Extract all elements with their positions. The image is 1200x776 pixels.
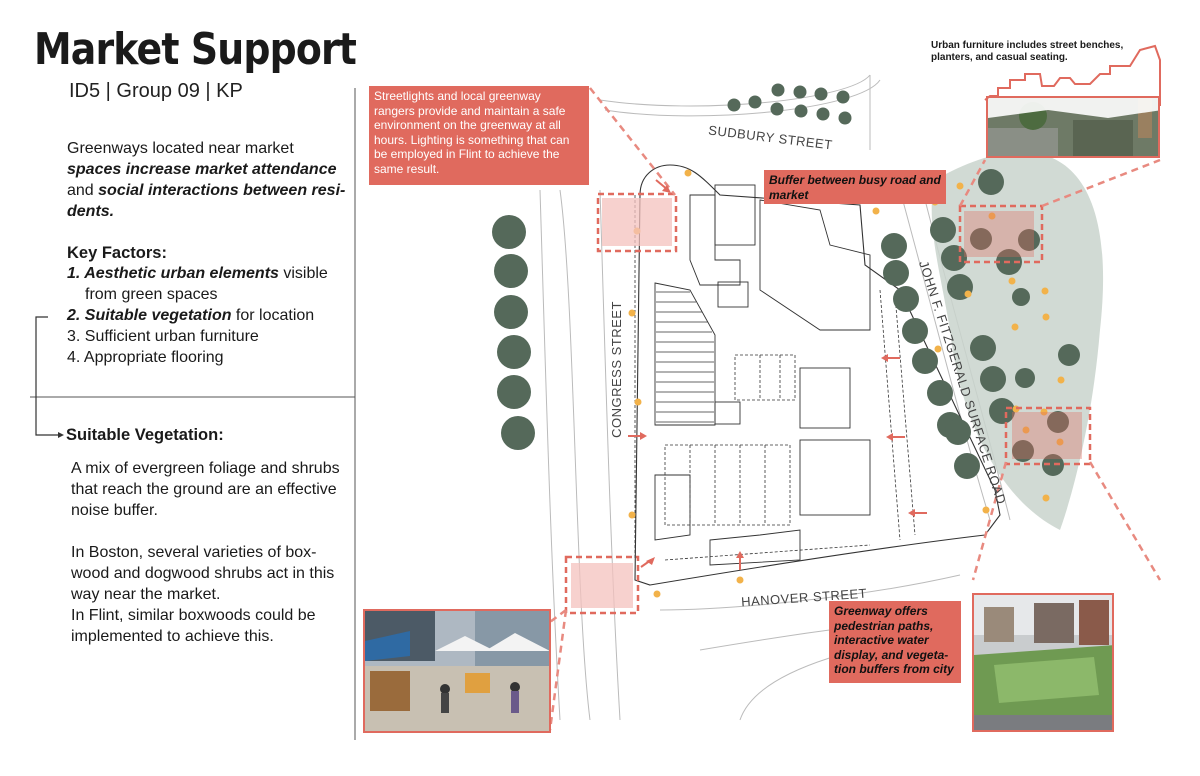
entrance-arrows — [628, 179, 927, 570]
trees-north — [727, 83, 852, 125]
key-factors-title: Key Factors: — [67, 244, 167, 262]
hatched-structure — [656, 291, 714, 423]
highlight-zones — [564, 192, 1092, 615]
street-label-congress: CONGRESS STREET — [608, 301, 624, 438]
photo-greenway — [972, 593, 1114, 732]
leader-lines — [548, 87, 1162, 731]
market-block — [634, 164, 1001, 586]
connector-arrow-icon — [58, 432, 64, 438]
intro-paragraph: Greenways located near market spaces inc… — [67, 138, 357, 222]
intro-emphasis: social interactions between resi- — [98, 182, 346, 199]
callout-lighting: Streetlights and local greenway rangers … — [369, 86, 589, 185]
photo-market-tents — [363, 609, 551, 733]
intro-emphasis: spaces increase market attendance — [67, 161, 337, 178]
vegetation-paragraph: In Flint, similar boxwoods could be impl… — [71, 607, 316, 645]
callout-buffer: Buffer between busy road and market — [764, 170, 946, 204]
intro-emphasis: dents. — [67, 203, 115, 220]
page-title: Market Support — [34, 24, 357, 75]
market-buildings — [654, 184, 871, 566]
furniture-caption: Urban furniture includes street benches,… — [931, 40, 1124, 63]
photo-urban-furniture — [986, 96, 1160, 158]
market-stalls — [634, 195, 916, 561]
key-factor-item: 2. Suitable vegetation for location — [67, 307, 315, 324]
vegetation-title: Suitable Vegetation: — [66, 426, 224, 444]
intro-line: and — [67, 182, 99, 199]
intro-line: Greenways located near market — [67, 140, 294, 157]
connector-bracket — [35, 316, 58, 436]
skyline-outline — [984, 44, 1161, 106]
key-factor-item: 1. Aesthetic urban elements visible — [67, 265, 328, 282]
streetlights — [628, 169, 1065, 598]
key-factor-continuation: from green spaces — [85, 286, 218, 303]
callout-greenway: Greenway offers pedestrian paths, intera… — [829, 601, 961, 683]
key-factor-item: 3. Sufficient urban furniture — [67, 328, 259, 345]
page-subtitle: ID5 | Group 09 | KP — [69, 80, 243, 102]
vegetation-paragraph: In Boston, several varieties of box-wood… — [71, 544, 335, 603]
key-factor-item: 4. Appropriate flooring — [67, 349, 224, 366]
vegetation-paragraph: A mix of evergreen foliage and shrubs th… — [71, 460, 340, 519]
trees-west — [492, 215, 535, 450]
trees-east — [881, 169, 1080, 479]
